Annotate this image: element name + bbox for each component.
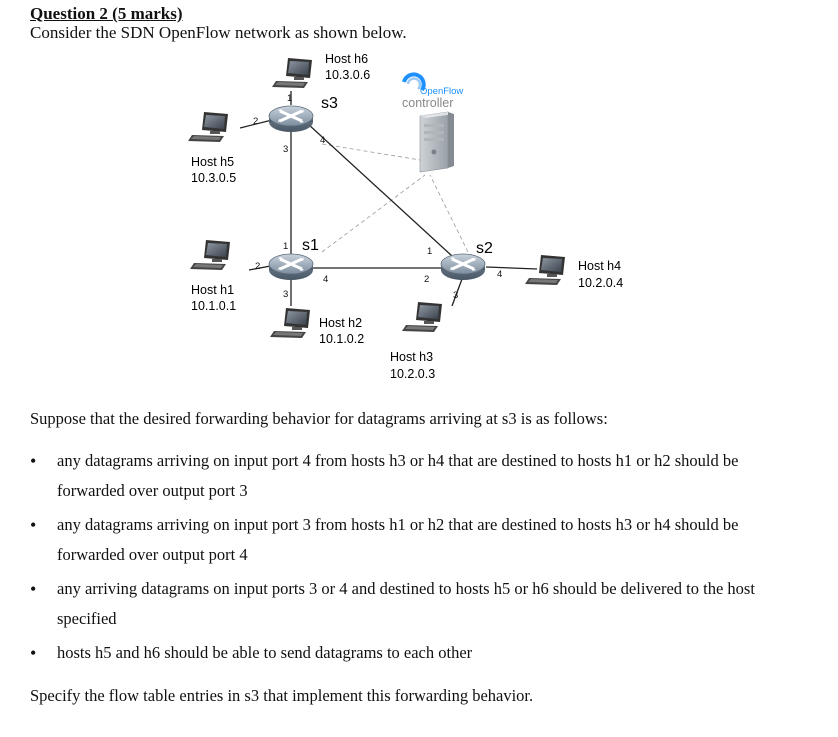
port-label: 2 bbox=[424, 274, 429, 285]
list-item: any arriving datagrams on input ports 3 … bbox=[30, 574, 800, 634]
computer-icon bbox=[402, 302, 442, 332]
forwarding-description: Suppose that the desired forwarding beha… bbox=[30, 409, 608, 428]
computer-icon bbox=[270, 308, 310, 338]
computer-icon bbox=[272, 58, 312, 88]
host-ip: 10.2.0.3 bbox=[390, 367, 435, 381]
openflow-logo-icon bbox=[402, 72, 426, 92]
port-labels: 1 2 3 4 1 2 3 4 1 2 3 4 bbox=[253, 93, 502, 301]
switch-s3: s3 bbox=[267, 95, 338, 134]
sdn-network-diagram: OpenFlow controller s3 s1 s2 1 2 3 4 1 2… bbox=[188, 52, 623, 381]
host-ip: 10.1.0.1 bbox=[191, 299, 236, 313]
list-item: hosts h5 and h6 should be able to send d… bbox=[30, 638, 800, 668]
host-h6: Host h6 10.3.0.6 bbox=[272, 52, 370, 88]
port-label: 1 bbox=[427, 246, 432, 257]
switch-icon bbox=[267, 104, 315, 134]
computer-icon bbox=[525, 255, 565, 285]
openflow-controller: OpenFlow controller bbox=[402, 72, 463, 173]
switch-s1: s1 bbox=[267, 237, 319, 282]
port-label: 3 bbox=[283, 144, 288, 155]
list-item: any datagrams arriving on input port 4 f… bbox=[30, 446, 800, 506]
forwarding-rules-list: any datagrams arriving on input port 4 f… bbox=[30, 446, 800, 672]
port-label: 3 bbox=[453, 290, 458, 301]
host-name: Host h4 bbox=[578, 259, 621, 273]
list-item: any datagrams arriving on input port 3 f… bbox=[30, 510, 800, 570]
computer-icon bbox=[190, 240, 230, 270]
port-label: 4 bbox=[323, 274, 328, 285]
computer-icon bbox=[188, 112, 228, 142]
controller-label: controller bbox=[402, 96, 453, 110]
host-h4: Host h4 10.2.0.4 bbox=[525, 255, 623, 290]
switch-icon bbox=[267, 252, 315, 282]
port-label: 4 bbox=[497, 269, 502, 280]
switch-icon bbox=[439, 252, 487, 282]
host-name: Host h5 bbox=[191, 155, 234, 169]
host-h2: Host h2 10.1.0.2 bbox=[270, 308, 364, 346]
port-label: 3 bbox=[283, 289, 288, 300]
port-label: 2 bbox=[255, 261, 260, 272]
switch-label: s2 bbox=[476, 240, 493, 257]
switch-s2: s2 bbox=[439, 240, 493, 282]
switch-label: s3 bbox=[321, 95, 338, 112]
task-instruction: Specify the flow table entries in s3 tha… bbox=[30, 686, 534, 705]
host-name: Host h6 bbox=[325, 52, 368, 66]
host-ip: 10.3.0.6 bbox=[325, 68, 370, 82]
data-links bbox=[239, 91, 538, 307]
host-ip: 10.1.0.2 bbox=[319, 332, 364, 346]
host-ip: 10.3.0.5 bbox=[191, 171, 236, 185]
switch-label: s1 bbox=[302, 237, 319, 254]
host-ip: 10.2.0.4 bbox=[578, 276, 623, 290]
host-name: Host h3 bbox=[390, 350, 433, 364]
question-intro: Consider the SDN OpenFlow network as sho… bbox=[30, 23, 407, 42]
host-h1: Host h1 10.1.0.1 bbox=[190, 240, 236, 313]
port-label: 4 bbox=[320, 135, 325, 146]
host-name: Host h2 bbox=[319, 316, 362, 330]
control-links bbox=[321, 143, 469, 253]
controller-server-icon bbox=[419, 111, 454, 173]
host-name: Host h1 bbox=[191, 283, 234, 297]
port-label: 1 bbox=[287, 93, 292, 104]
question-title: Question 2 (5 marks) bbox=[30, 4, 183, 23]
port-label: 2 bbox=[253, 116, 258, 127]
host-h3: Host h3 10.2.0.3 bbox=[390, 302, 442, 381]
port-label: 1 bbox=[283, 241, 288, 252]
host-h5: Host h5 10.3.0.5 bbox=[188, 112, 236, 185]
openflow-logo-text: OpenFlow bbox=[420, 86, 463, 97]
